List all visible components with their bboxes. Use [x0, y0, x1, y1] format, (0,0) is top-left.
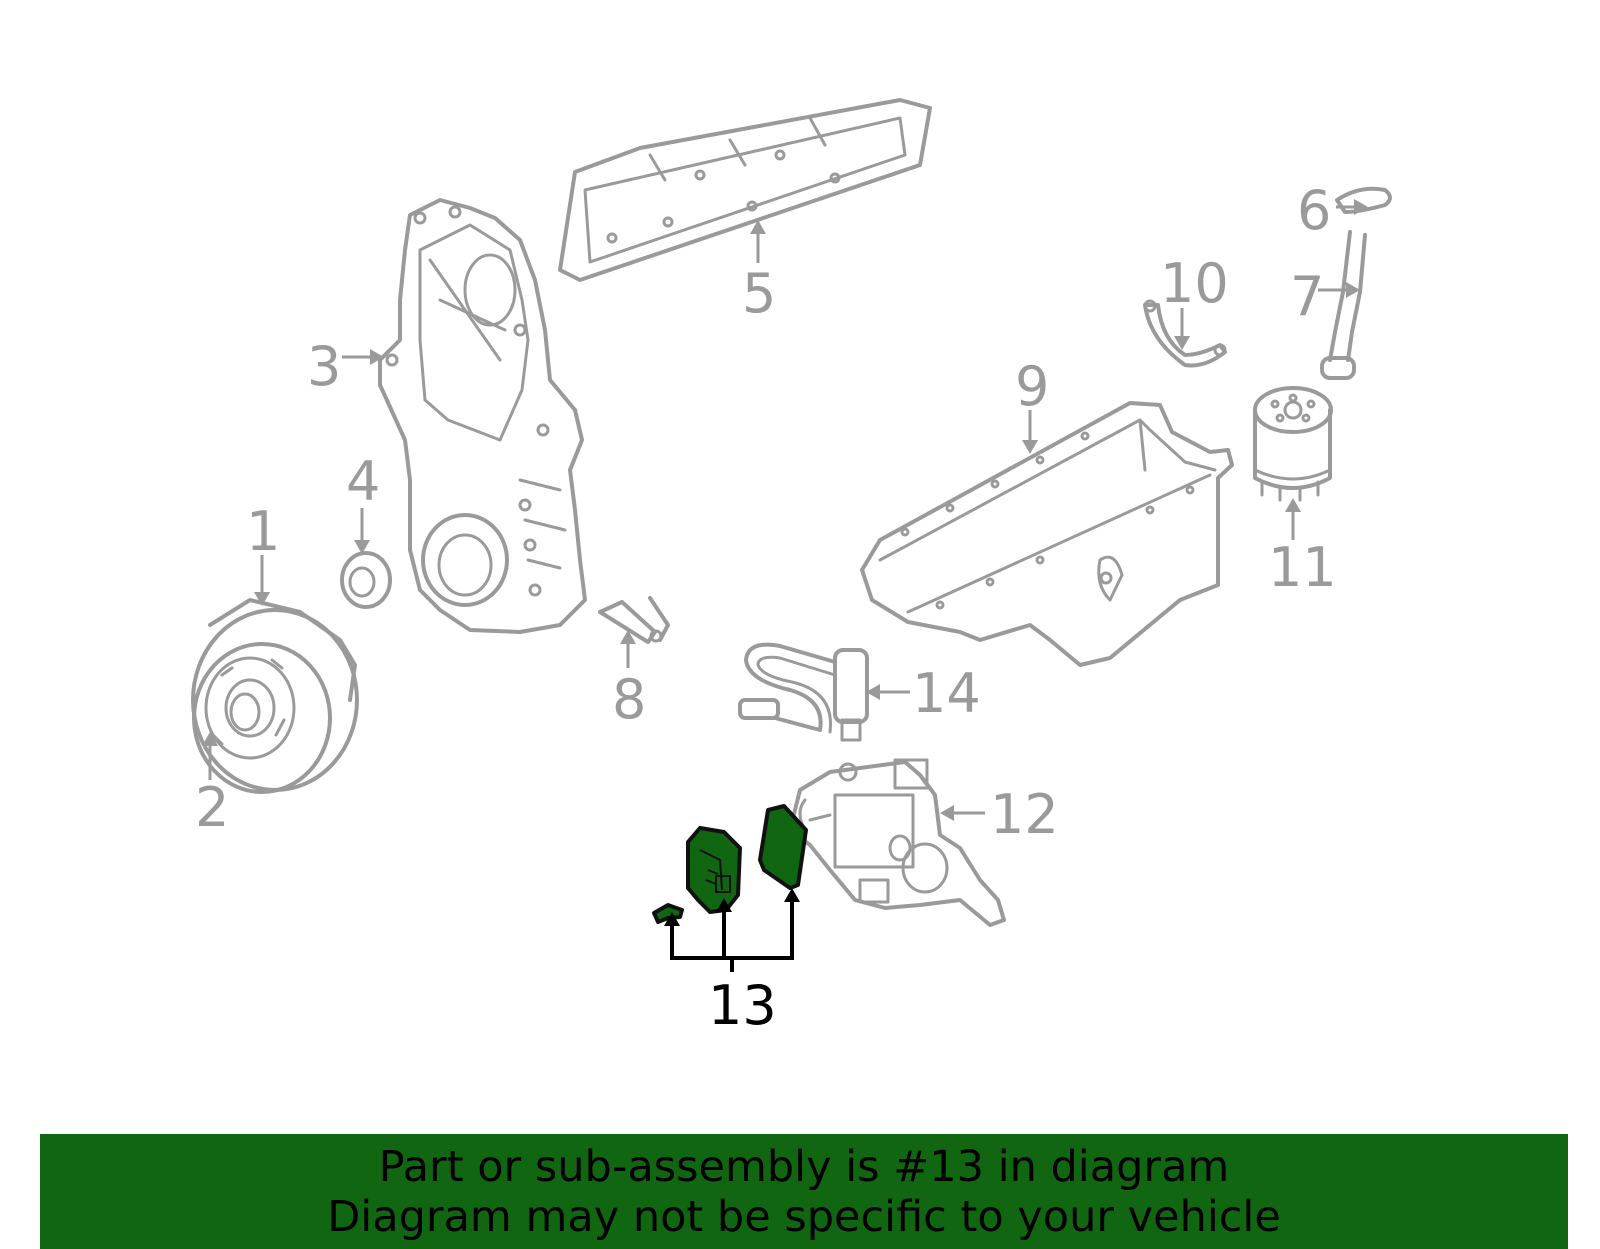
- part-valve-cover-gasket[interactable]: [558, 98, 932, 282]
- callout-10: 10: [1160, 252, 1229, 315]
- callout-11: 11: [1268, 536, 1337, 599]
- part-bolt[interactable]: [598, 596, 670, 644]
- callout-12: 12: [990, 783, 1059, 846]
- banner-line-1: Part or sub-assembly is #13 in diagram: [378, 1142, 1230, 1192]
- callout-1: 1: [246, 500, 280, 563]
- part-injection-pump[interactable]: [788, 758, 1006, 927]
- callout-3: 3: [307, 335, 341, 398]
- part-13-highlighted[interactable]: [652, 804, 808, 924]
- callout-5: 5: [742, 262, 776, 325]
- part-dipstick[interactable]: [1320, 186, 1392, 380]
- callout-numbers: 1 2 3 4 5 6 7 8 9 10 11 12 14: [195, 179, 1337, 846]
- callout-9: 9: [1015, 355, 1049, 418]
- callout-8: 8: [612, 668, 646, 731]
- part-oil-pan[interactable]: [860, 401, 1234, 667]
- callout-4: 4: [346, 450, 380, 513]
- part-timing-cover[interactable]: [378, 198, 587, 634]
- part-pulley[interactable]: [191, 598, 359, 794]
- callout-6: 6: [1297, 179, 1331, 242]
- callout-arrows: [202, 199, 1368, 821]
- callout-2: 2: [195, 776, 229, 839]
- part-seal[interactable]: [340, 551, 392, 609]
- part-oil-filter[interactable]: [1253, 386, 1333, 502]
- callout-7: 7: [1290, 265, 1324, 328]
- part-sensor[interactable]: [738, 642, 869, 742]
- callout-13-bracket: 13: [664, 888, 800, 1037]
- callout-14: 14: [912, 662, 981, 725]
- info-banner: Part or sub-assembly is #13 in diagram D…: [40, 1134, 1568, 1249]
- banner-line-2: Diagram may not be specific to your vehi…: [327, 1192, 1281, 1242]
- callout-13: 13: [708, 974, 777, 1037]
- part-bracket[interactable]: [1143, 299, 1227, 368]
